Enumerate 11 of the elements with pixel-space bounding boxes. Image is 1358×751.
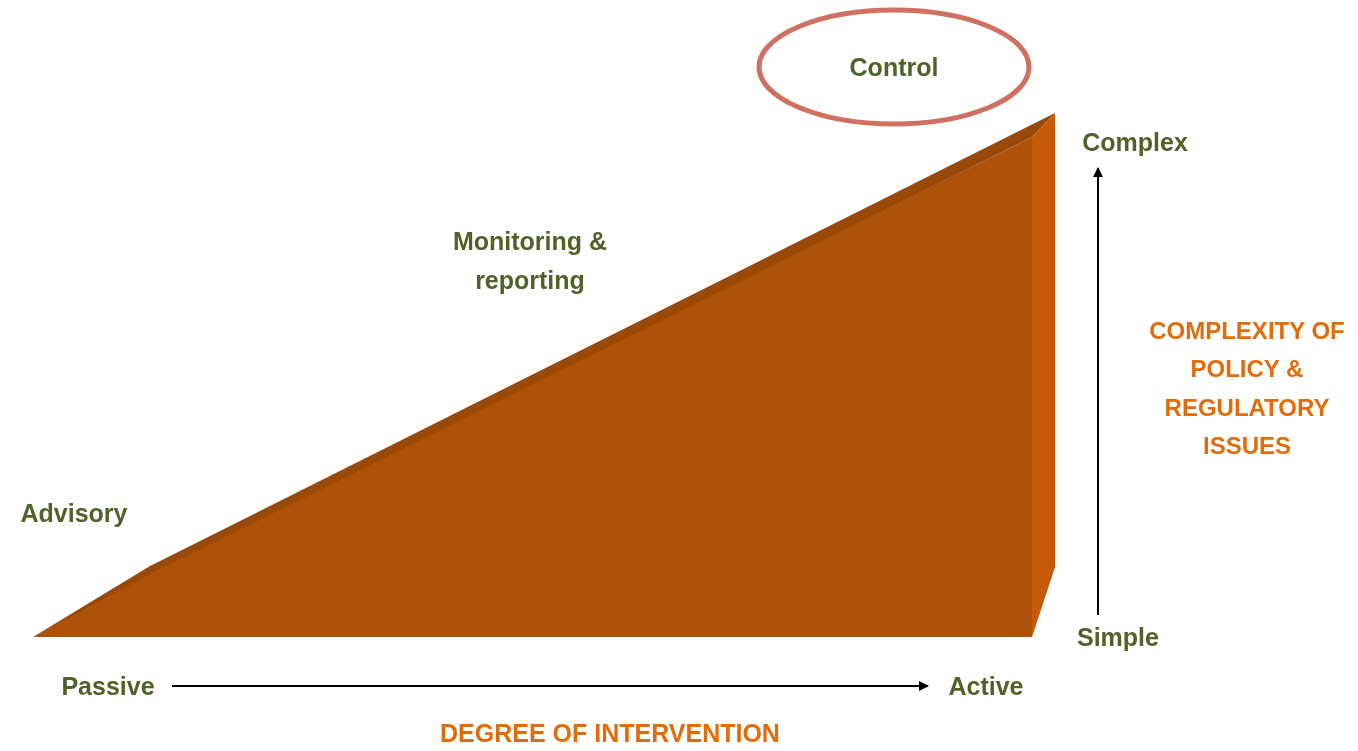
node-label: Simple xyxy=(1077,622,1159,652)
arrow xyxy=(171,681,929,691)
node-label: Passive xyxy=(61,671,155,701)
node-label: Active xyxy=(948,671,1024,701)
stage-label: Monitoring & reporting xyxy=(451,226,609,296)
node-label: Control xyxy=(849,52,939,82)
node-label: Complex xyxy=(1082,127,1188,157)
arrow xyxy=(1093,167,1103,616)
axis-title: DEGREE OF INTERVENTION xyxy=(439,718,781,749)
axis-title: COMPLEXITY OF POLICY & REGULATORY ISSUES xyxy=(1148,316,1346,462)
stage-label: Advisory xyxy=(19,498,129,529)
